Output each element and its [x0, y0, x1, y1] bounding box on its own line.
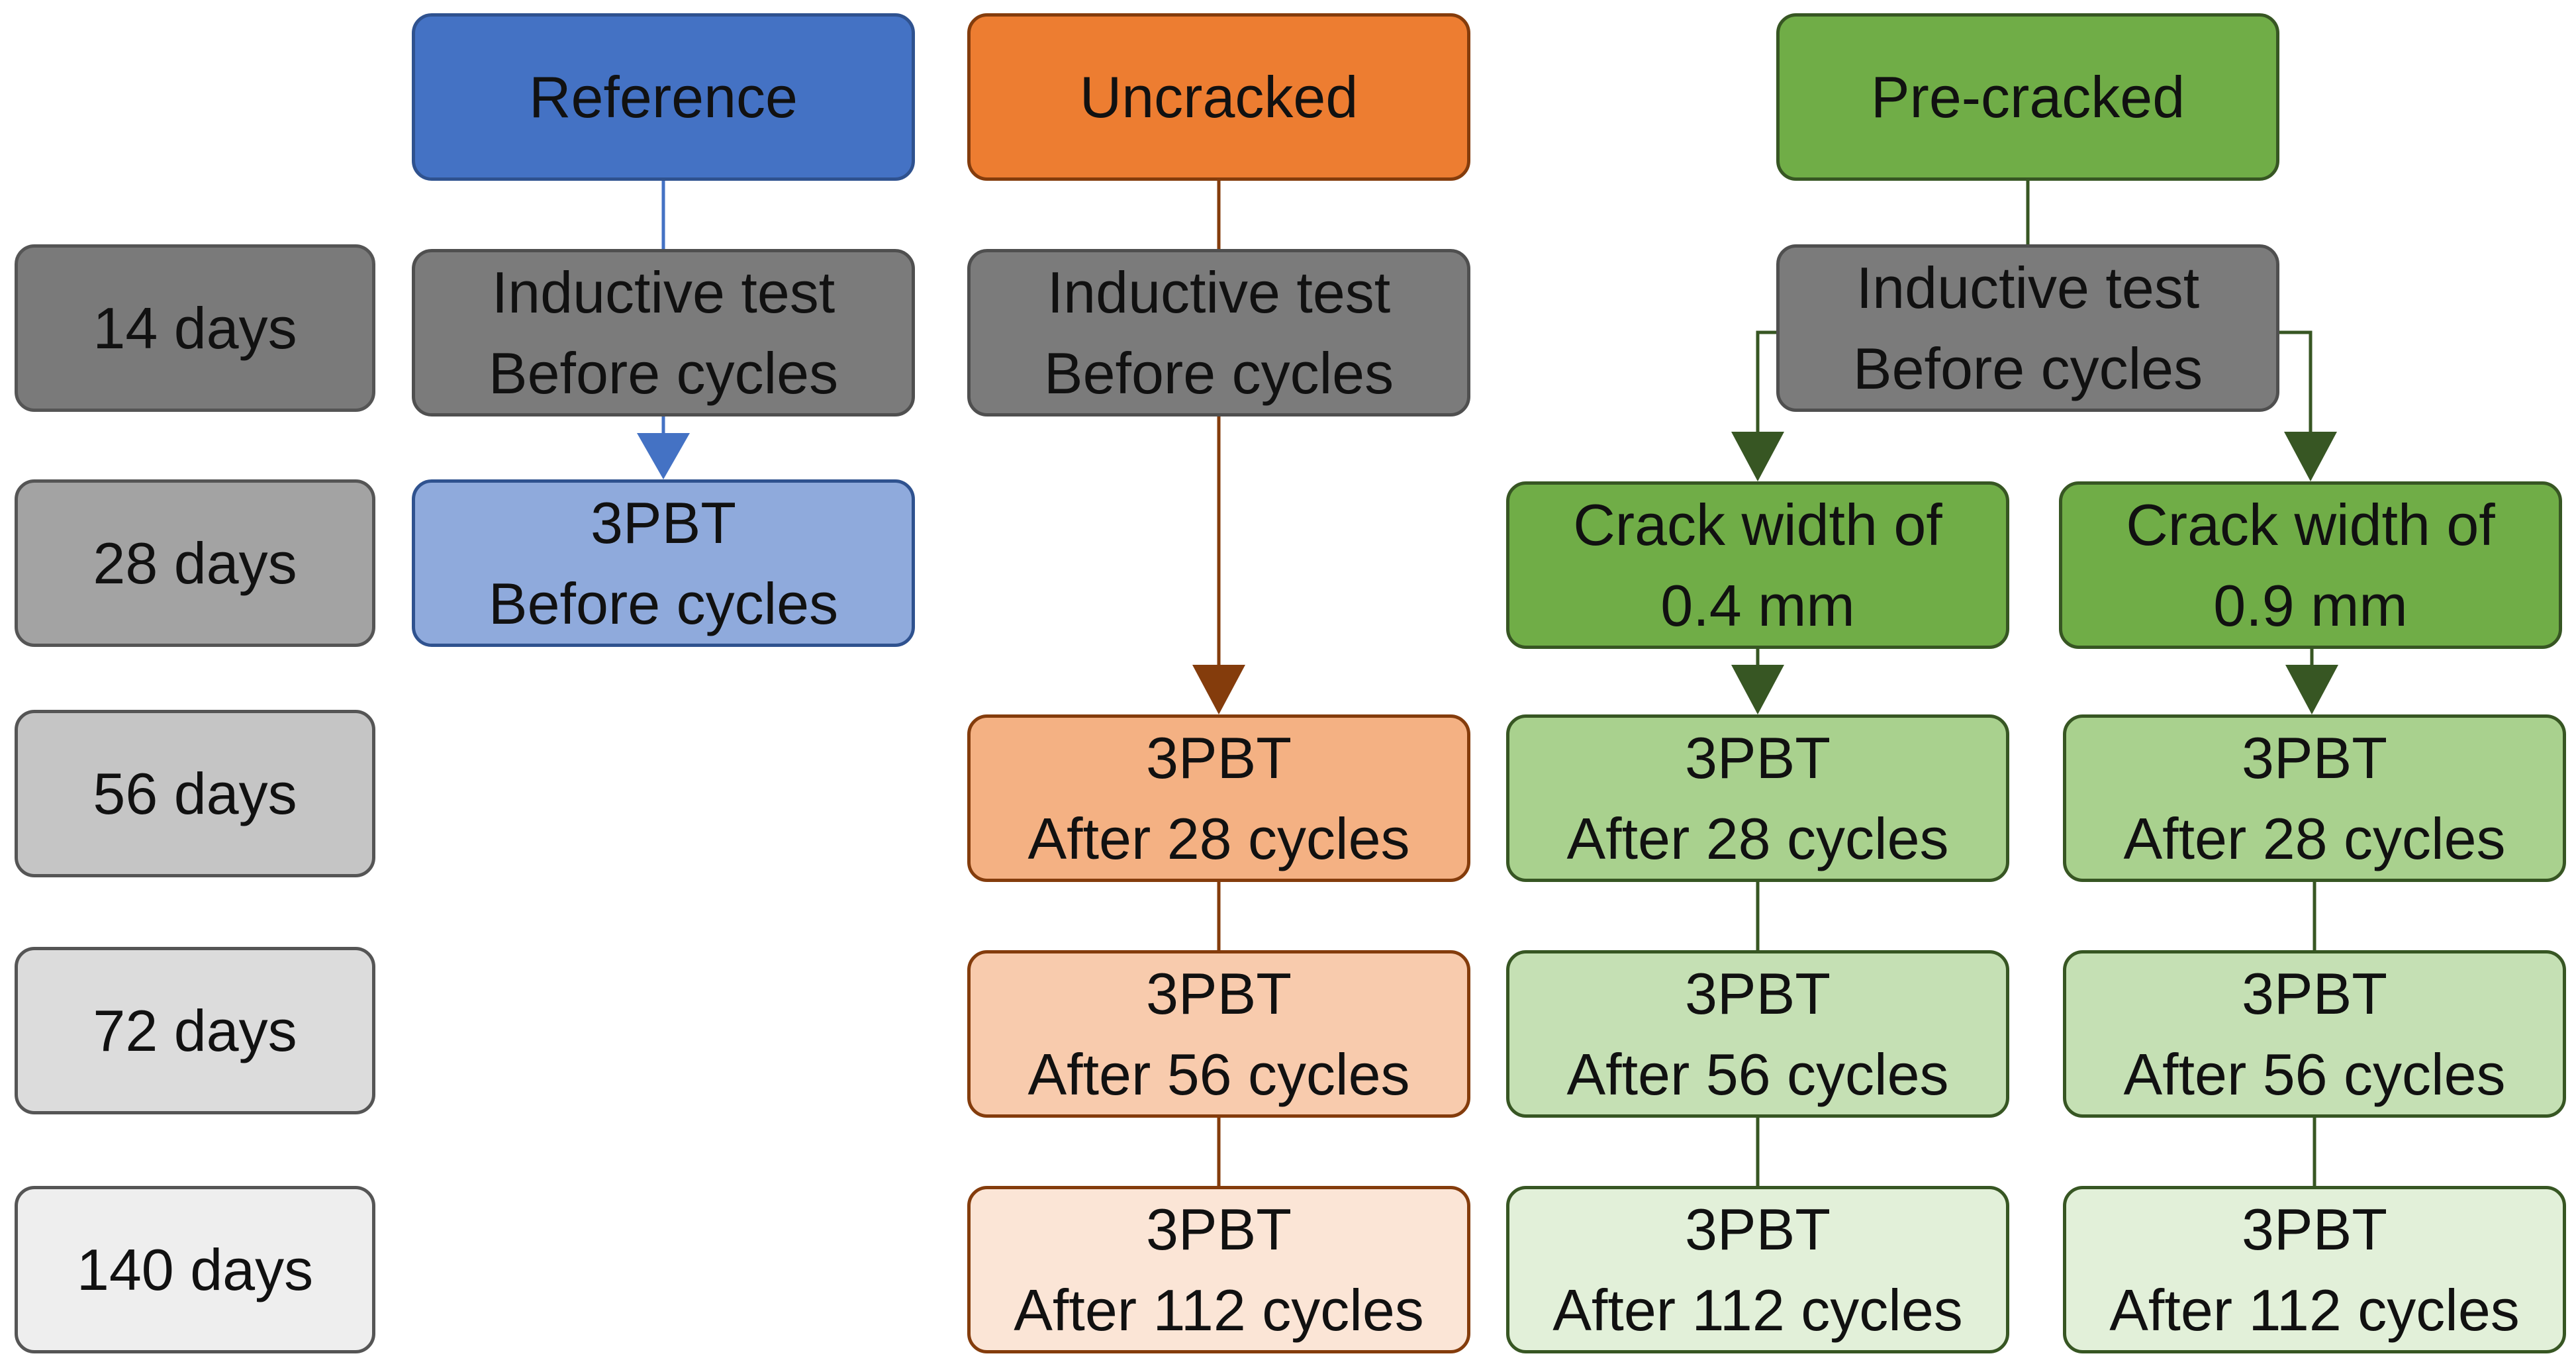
arrowhead-crack-09 [2284, 432, 2337, 481]
uncracked-3pbt-112-cycles: 3PBT After 112 cycles [967, 1186, 1470, 1353]
arrowhead-crack-04 [1731, 432, 1784, 481]
crack-09-3pbt-56-cycles: 3PBT After 56 cycles [2063, 950, 2566, 1118]
uncracked-inductive-test: Inductive test Before cycles [967, 249, 1470, 416]
connector-precracked-to-crack-04 [1756, 330, 1776, 437]
crack-width-0-4-box: Crack width of 0.4 mm [1506, 481, 2009, 649]
reference-3pbt-before-cycles: 3PBT Before cycles [412, 479, 915, 647]
day-label-14: 14 days [15, 244, 375, 412]
precracked-inductive-test: Inductive test Before cycles [1776, 244, 2279, 412]
day-label-72: 72 days [15, 947, 375, 1114]
uncracked-3pbt-56-cycles: 3PBT After 56 cycles [967, 950, 1470, 1118]
precracked-header: Pre-cracked [1776, 13, 2279, 181]
day-label-140: 140 days [15, 1186, 375, 1353]
arrowhead-uncracked [1192, 665, 1245, 714]
crack-04-3pbt-56-cycles: 3PBT After 56 cycles [1506, 950, 2009, 1118]
crack-04-3pbt-28-cycles: 3PBT After 28 cycles [1506, 714, 2009, 882]
arrowhead-crack-09-3pbt [2285, 665, 2338, 714]
crack-width-0-9-box: Crack width of 0.9 mm [2059, 481, 2562, 649]
arrowhead-reference [637, 433, 690, 479]
arrowhead-crack-04-3pbt [1731, 665, 1784, 714]
day-label-28: 28 days [15, 479, 375, 647]
crack-09-3pbt-28-cycles: 3PBT After 28 cycles [2063, 714, 2566, 882]
day-label-56: 56 days [15, 710, 375, 877]
uncracked-3pbt-28-cycles: 3PBT After 28 cycles [967, 714, 1470, 882]
reference-inductive-test: Inductive test Before cycles [412, 249, 915, 416]
crack-09-3pbt-112-cycles: 3PBT After 112 cycles [2063, 1186, 2566, 1353]
reference-header: Reference [412, 13, 915, 181]
uncracked-header: Uncracked [967, 13, 1470, 181]
crack-04-3pbt-112-cycles: 3PBT After 112 cycles [1506, 1186, 2009, 1353]
connector-precracked-to-crack-09 [2279, 330, 2313, 437]
